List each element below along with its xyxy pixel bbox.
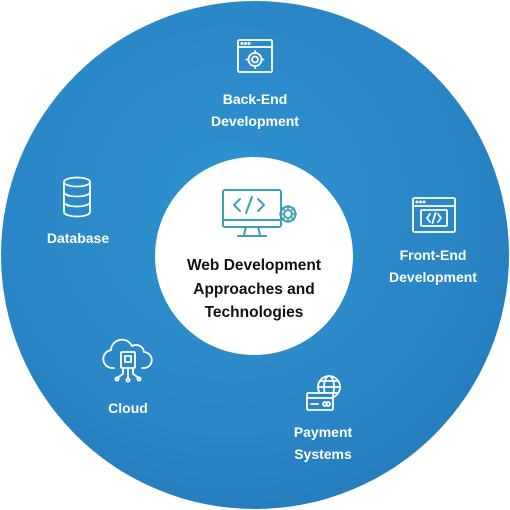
segment-label: Cloud [108, 400, 148, 416]
segment-front-end: Front-End Development [372, 244, 494, 288]
segment-label: Database [46, 230, 110, 246]
center-title-line: Approaches and [193, 280, 315, 298]
browser-gear-icon [237, 39, 273, 73]
code-monitor-gear-icon [222, 189, 297, 237]
center-title: Web Development Approaches and Technolog… [155, 254, 353, 325]
segment-label: Front-End [399, 247, 467, 263]
segment-label: Development [211, 113, 299, 129]
database-icon [63, 176, 91, 218]
segment-label: Payment [293, 424, 353, 440]
center-title-line: Technologies [204, 304, 304, 321]
segment-label: Systems [294, 446, 352, 462]
center-title-line: Web Development [186, 257, 322, 274]
segment-payment: Payment Systems [263, 421, 383, 465]
segment-label: Back-End [222, 91, 288, 107]
browser-code-icon [412, 197, 456, 233]
segment-back-end: Back-End Development [190, 88, 320, 132]
segment-label: Development [389, 269, 477, 285]
segment-database: Database [30, 227, 126, 249]
cloud-chip-icon [102, 338, 153, 383]
segment-cloud: Cloud [88, 397, 168, 419]
globe-card-icon [306, 375, 341, 411]
